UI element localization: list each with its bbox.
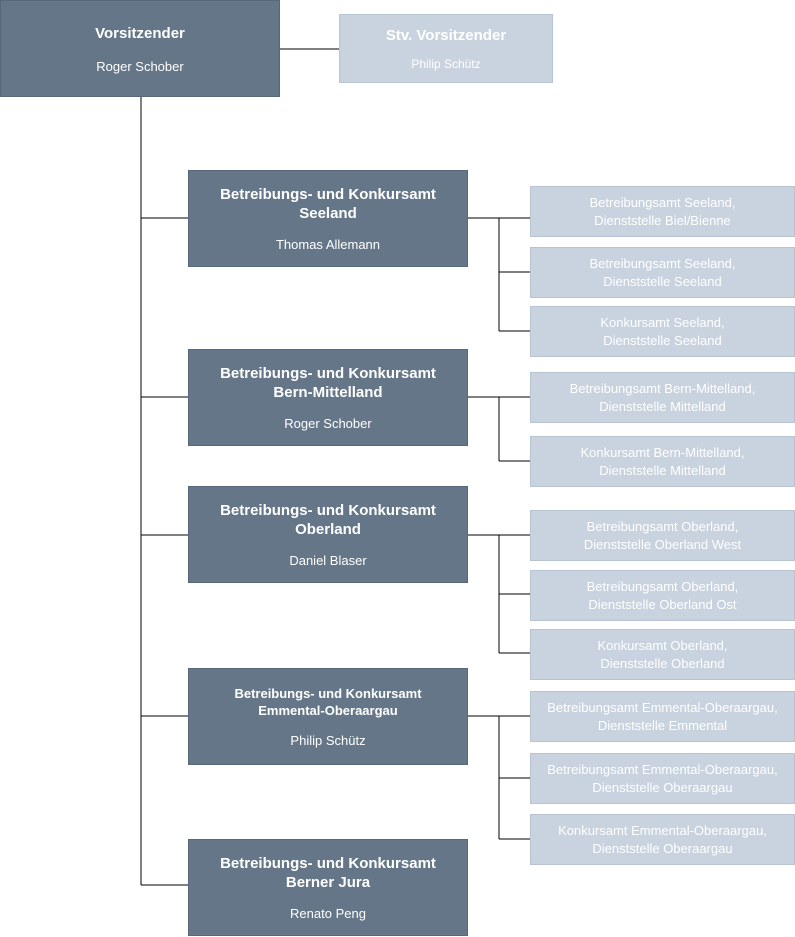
office-head: Philip Schütz <box>290 733 366 748</box>
chair-person: Roger Schober <box>96 58 184 74</box>
office-head: Thomas Allemann <box>275 237 381 252</box>
deputy-person: Philip Schütz <box>411 57 481 71</box>
chair-title: Vorsitzender <box>95 24 185 42</box>
unit-box: Konkursamt Bern-Mittelland, Dienststelle… <box>530 436 795 487</box>
office-title: Betreibungs- und Konkursamt Berner Jura <box>220 855 436 891</box>
unit-box: Betreibungsamt Oberland, Dienststelle Ob… <box>530 510 795 561</box>
deputy-title: Stv. Vorsitzender <box>385 27 507 44</box>
unit-label: Betreibungsamt Bern-Mittelland, Dienstst… <box>569 380 756 414</box>
office-head: Daniel Blaser <box>289 553 367 568</box>
unit-box: Betreibungsamt Seeland, Dienststelle Bie… <box>530 186 795 237</box>
unit-label: Betreibungsamt Emmental-Oberaargau, Dien… <box>547 761 778 795</box>
unit-label: Konkursamt Emmental-Oberaargau, Dienstst… <box>558 822 767 856</box>
unit-label: Betreibungsamt Seeland, Dienststelle See… <box>589 255 736 289</box>
unit-label: Konkursamt Oberland, Dienststelle Oberla… <box>597 637 728 671</box>
deputy-box: Stv. Vorsitzender Philip Schütz <box>339 14 553 83</box>
unit-label: Betreibungsamt Seeland, Dienststelle Bie… <box>589 194 736 228</box>
unit-box: Konkursamt Emmental-Oberaargau, Dienstst… <box>530 814 795 865</box>
unit-label: Betreibungsamt Oberland, Dienststelle Ob… <box>583 518 742 552</box>
unit-box: Betreibungsamt Emmental-Oberaargau, Dien… <box>530 691 795 742</box>
office-bern-box: Betreibungs- und Konkursamt Bern-Mittell… <box>188 349 468 446</box>
office-oberland-box: Betreibungs- und Konkursamt Oberland Dan… <box>188 486 468 583</box>
office-title: Betreibungs- und Konkursamt Oberland <box>220 502 436 538</box>
unit-box: Betreibungsamt Bern-Mittelland, Dienstst… <box>530 372 795 423</box>
office-head: Renato Peng <box>290 906 366 921</box>
office-jura-box: Betreibungs- und Konkursamt Berner Jura … <box>188 839 468 936</box>
unit-label: Betreibungsamt Emmental-Oberaargau, Dien… <box>547 699 778 733</box>
office-title: Betreibungs- und Konkursamt Seeland <box>220 186 436 222</box>
unit-label: Konkursamt Seeland, Dienststelle Seeland <box>600 314 725 348</box>
unit-label: Konkursamt Bern-Mittelland, Dienststelle… <box>580 444 745 478</box>
unit-box: Betreibungsamt Seeland, Dienststelle See… <box>530 247 795 298</box>
office-emmental-box: Betreibungs- und Konkursamt Emmental-Obe… <box>188 668 468 765</box>
office-seeland-box: Betreibungs- und Konkursamt Seeland Thom… <box>188 170 468 267</box>
unit-box: Betreibungsamt Oberland, Dienststelle Ob… <box>530 570 795 621</box>
unit-box: Konkursamt Seeland, Dienststelle Seeland <box>530 306 795 357</box>
office-title: Betreibungs- und Konkursamt Bern-Mittell… <box>220 365 436 401</box>
unit-label: Betreibungsamt Oberland, Dienststelle Ob… <box>586 578 739 612</box>
unit-box: Konkursamt Oberland, Dienststelle Oberla… <box>530 629 795 680</box>
chair-box: Vorsitzender Roger Schober <box>0 0 280 97</box>
office-head: Roger Schober <box>284 416 372 431</box>
office-title: Betreibungs- und Konkursamt Emmental-Obe… <box>234 686 422 718</box>
unit-box: Betreibungsamt Emmental-Oberaargau, Dien… <box>530 753 795 804</box>
